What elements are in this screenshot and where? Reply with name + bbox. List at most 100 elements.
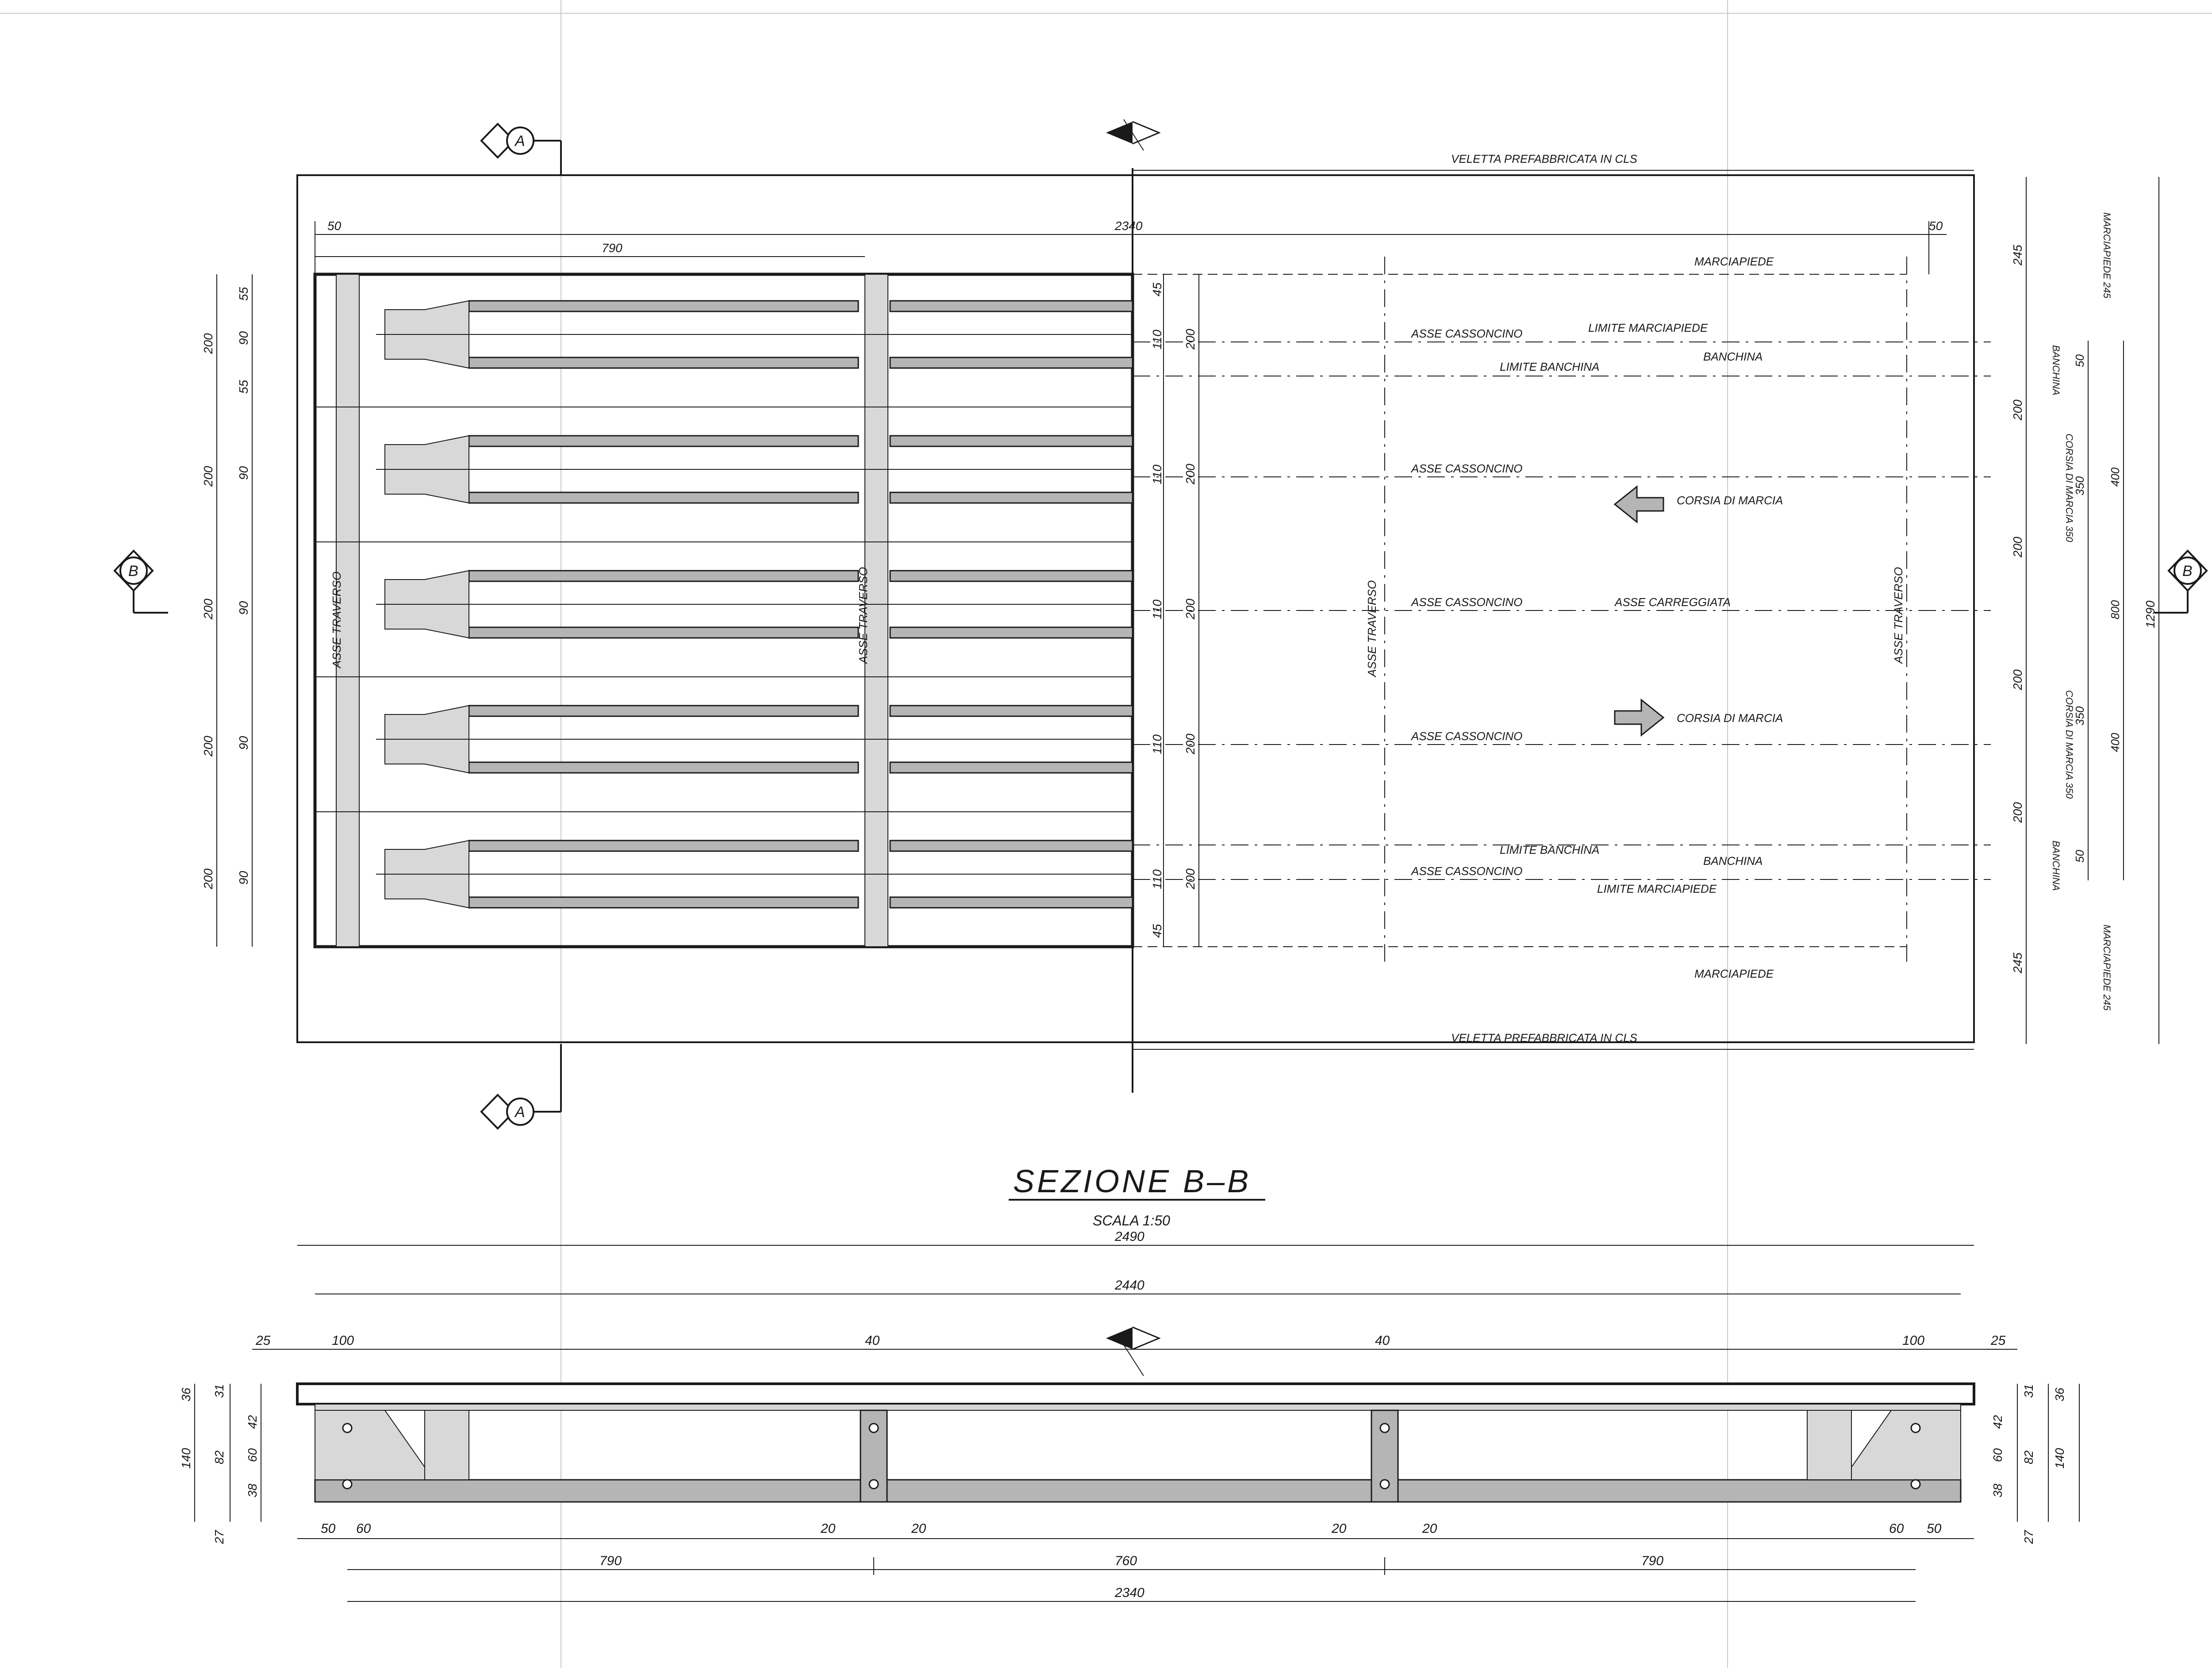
asse-carreggiata-label: ASSE CARREGGIATA [1614, 595, 1731, 609]
svg-text:245: 245 [2011, 245, 2024, 266]
marciapiede-bottom-label: MARCIAPIEDE [1694, 967, 1774, 980]
svg-text:25: 25 [255, 1333, 271, 1348]
banchina-label: BANCHINA [1703, 854, 1763, 868]
svg-text:20: 20 [820, 1521, 836, 1536]
svg-text:90: 90 [237, 736, 250, 750]
beam-row [376, 570, 1133, 639]
beam-rows [376, 300, 1133, 909]
svg-text:100: 100 [332, 1333, 354, 1348]
svg-text:200: 200 [1183, 464, 1197, 485]
top-flange [315, 1404, 1961, 1411]
svg-text:45: 45 [1150, 282, 1164, 296]
svg-text:27: 27 [212, 1529, 226, 1544]
svg-text:40: 40 [865, 1333, 880, 1348]
asse-cassoncino-label: ASSE CASSONCINO [1410, 864, 1522, 878]
svg-text:55: 55 [237, 287, 250, 301]
svg-text:2440: 2440 [1114, 1278, 1144, 1293]
svg-text:110: 110 [1150, 869, 1164, 889]
svg-text:60: 60 [1889, 1521, 1904, 1536]
limite-marciapiede-label: LIMITE MARCIAPIEDE [1597, 882, 1717, 895]
section-left-dimensions: 36 31 42 140 82 60 38 27 [179, 1384, 261, 1544]
svg-text:2340: 2340 [1114, 219, 1143, 233]
svg-text:55: 55 [237, 380, 250, 394]
limite-banchina-label: LIMITE BANCHINA [1500, 843, 1599, 856]
plan-view: VELETTA PREFABBRICATA IN CLS VELETTA PRE… [113, 119, 2208, 1130]
svg-text:200: 200 [201, 736, 215, 757]
svg-text:50: 50 [321, 1521, 336, 1536]
svg-text:200: 200 [2011, 669, 2024, 691]
svg-text:36: 36 [179, 1387, 193, 1401]
svg-text:400: 400 [2108, 733, 2122, 752]
section-marker-b-left: B [113, 549, 168, 614]
section-right-dimensions: 31 36 42 60 82 140 38 27 [1991, 1384, 2080, 1544]
svg-text:200: 200 [201, 333, 215, 354]
svg-text:50: 50 [2073, 850, 2086, 863]
end-block-left [315, 1410, 434, 1480]
svg-text:B: B [2182, 563, 2193, 580]
svg-text:350: 350 [2073, 476, 2086, 495]
svg-text:50: 50 [327, 219, 342, 233]
bottom-slab [314, 1479, 1962, 1503]
svg-text:42: 42 [1991, 1415, 2005, 1429]
svg-text:200: 200 [2011, 537, 2024, 558]
svg-text:790: 790 [602, 241, 622, 255]
svg-text:200: 200 [2011, 399, 2024, 421]
svg-text:45: 45 [1150, 924, 1164, 938]
svg-text:90: 90 [237, 466, 250, 480]
corsia-di-marcia-label: CORSIA DI MARCIA [1677, 494, 1783, 507]
svg-text:50: 50 [1929, 219, 1943, 233]
veletta-top-label: VELETTA PREFABBRICATA IN CLS [1451, 152, 1638, 165]
svg-text:BANCHINA: BANCHINA [2051, 345, 2062, 395]
section-marker-a-bottom: A [480, 1044, 562, 1130]
svg-text:CORSIA DI MARCIA 350: CORSIA DI MARCIA 350 [2064, 434, 2075, 542]
svg-text:20: 20 [1331, 1521, 1347, 1536]
svg-text:790: 790 [1641, 1554, 1663, 1568]
svg-text:110: 110 [1150, 330, 1164, 349]
veletta-bottom-label: VELETTA PREFABBRICATA IN CLS [1451, 1031, 1638, 1044]
svg-text:38: 38 [1991, 1483, 2005, 1497]
svg-text:200: 200 [201, 599, 215, 620]
arrow-right-icon [1614, 698, 1665, 737]
svg-text:60: 60 [1991, 1448, 2005, 1462]
section-marker-b-right: B [2154, 549, 2208, 614]
svg-text:2490: 2490 [1114, 1229, 1144, 1244]
section-title: SEZIONE B–B [1013, 1164, 1251, 1199]
svg-text:800: 800 [2108, 600, 2122, 619]
corsia-di-marcia-label: CORSIA DI MARCIA [1677, 711, 1783, 725]
asse-traverso-label: ASSE TRAVERSO [1892, 567, 1905, 664]
svg-text:200: 200 [2011, 802, 2024, 823]
row-dividers [315, 407, 1133, 812]
north-arrow-icon [1106, 119, 1161, 151]
svg-text:100: 100 [1902, 1333, 1924, 1348]
svg-text:38: 38 [246, 1483, 259, 1497]
svg-text:2340: 2340 [1114, 1586, 1144, 1600]
svg-text:MARCIAPIEDE 245: MARCIAPIEDE 245 [2101, 925, 2112, 1011]
svg-text:140: 140 [179, 1448, 193, 1469]
svg-text:20: 20 [911, 1521, 926, 1536]
right-dimensions: 245 200 200 200 200 245 50 350 350 50 40… [2011, 177, 2159, 1044]
svg-text:200: 200 [1183, 599, 1197, 620]
plan-layout-right [1133, 257, 1991, 964]
asse-traverso-label: ASSE TRAVERSO [330, 572, 343, 669]
svg-text:200: 200 [201, 466, 215, 487]
svg-text:60: 60 [246, 1448, 259, 1462]
marciapiede-top-label: MARCIAPIEDE [1694, 255, 1774, 268]
svg-text:25: 25 [1990, 1333, 2006, 1348]
limite-banchina-label: LIMITE BANCHINA [1500, 360, 1599, 373]
svg-text:90: 90 [237, 331, 250, 345]
svg-text:31: 31 [2022, 1384, 2035, 1398]
svg-text:36: 36 [2053, 1387, 2066, 1401]
mid-dimensions: 45 110 200 110 200 110 200 110 200 110 2… [1150, 274, 1199, 947]
svg-text:400: 400 [2108, 467, 2122, 487]
svg-text:42: 42 [246, 1415, 259, 1429]
deck-slab [296, 1382, 1975, 1405]
traverso-left [336, 274, 360, 947]
svg-text:20: 20 [1422, 1521, 1437, 1536]
svg-text:140: 140 [2053, 1448, 2066, 1469]
section-bottom-dimensions: 50 60 20 20 20 20 60 50 790 760 790 2340 [297, 1521, 1974, 1602]
beam-row [376, 840, 1133, 909]
section-view: SEZIONE B–B SCALA 1:50 [179, 1164, 2080, 1602]
section-scale: SCALA 1:50 [1093, 1213, 1170, 1229]
